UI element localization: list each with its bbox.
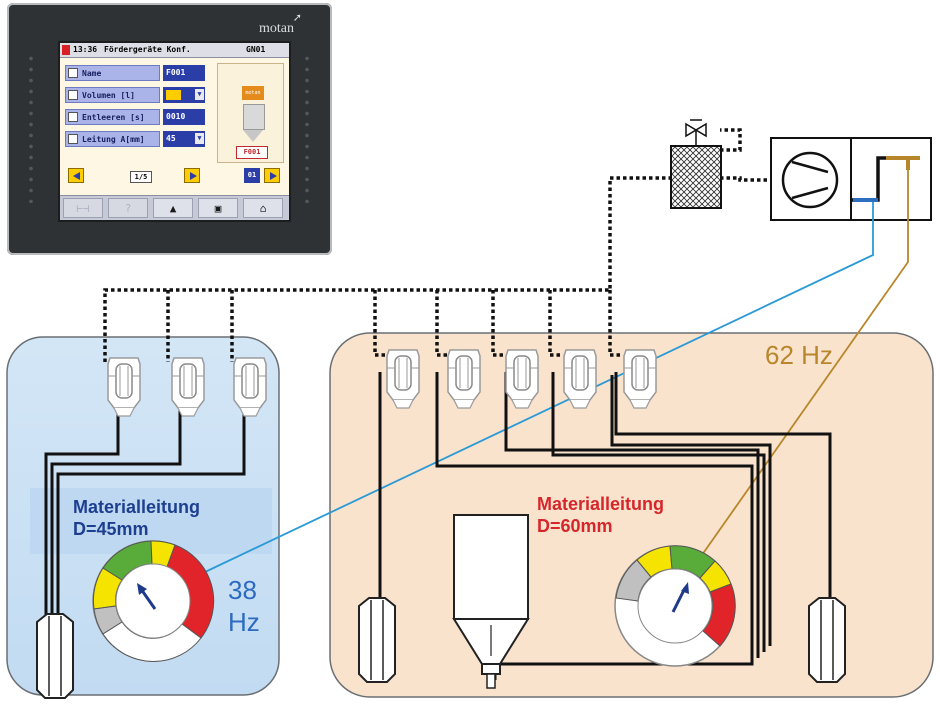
connect-softkey[interactable]: ⊢⊣ (63, 198, 103, 218)
control-bus (103, 128, 778, 362)
config-row-volume: Volumen [l] ▼ (65, 87, 209, 103)
receiver-cone-icon (243, 130, 263, 142)
arrow-left-icon (73, 172, 80, 180)
receiver-icon (107, 357, 141, 417)
vent-holes-left (27, 53, 37, 203)
config-row-name: Name F001 (65, 65, 209, 81)
receiver-small-icon (68, 68, 78, 78)
arrow-right-icon (270, 172, 277, 180)
receiver-icon (623, 349, 657, 409)
gauge-icon (614, 545, 736, 667)
chevron-down-icon[interactable]: ▼ (195, 133, 204, 144)
storage-bin-icon (808, 597, 846, 683)
brand-swoosh-icon: ➚ (292, 12, 302, 24)
help-softkey[interactable]: ? (108, 198, 148, 218)
next-page-button[interactable] (184, 168, 200, 183)
screen-title-bar: 13:36 Fördergeräte Konf. GN01 (60, 43, 289, 58)
device-preview: motan F001 (217, 63, 284, 163)
hopper-icon (452, 514, 530, 689)
blue-signal-line (204, 202, 874, 573)
device-tag: F001 (236, 146, 268, 159)
config-row-line-diameter: Leitung A[mm] 45▼ (65, 131, 209, 147)
chevron-down-icon[interactable]: ▼ (195, 89, 204, 100)
receiver-body-icon (243, 104, 265, 130)
home-softkey[interactable]: ⌂ (243, 198, 283, 218)
name-field[interactable]: F001 (163, 65, 205, 81)
pump-icon (770, 137, 932, 221)
status-time: 13:36 (73, 45, 98, 54)
softkey-bar: ⊢⊣ ? ▲ ▣ ⌂ (60, 195, 289, 220)
discharge-icon (68, 112, 78, 122)
config-softkey[interactable]: ▣ (198, 198, 238, 218)
page-indicator: 1/5 (130, 171, 152, 183)
blue-zone-label-line2: D=45mm (73, 519, 149, 539)
next-device-button[interactable] (264, 168, 280, 183)
alarm-softkey[interactable]: ▲ (153, 198, 193, 218)
line-diameter-select[interactable]: 45▼ (163, 131, 205, 147)
vent-holes-right (303, 53, 313, 203)
device-badge: motan (242, 86, 264, 100)
config-row-empty-time: Entleeren [s] 0010 (65, 109, 209, 125)
prev-page-button[interactable] (68, 168, 84, 183)
arrow-right-icon (190, 172, 197, 180)
receiver-icon (447, 349, 481, 409)
device-number: 01 (244, 168, 260, 183)
filter-icon (670, 145, 722, 209)
brand-logo: motan (259, 21, 294, 36)
alarm-marker-icon (62, 45, 70, 55)
volume-value (166, 90, 181, 100)
hmi-panel: ➚ motan 13:36 Fördergeräte Konf. GN01 Na… (7, 3, 332, 255)
blue-zone-frequency: 38 Hz (228, 575, 260, 637)
gauge-icon (92, 540, 215, 662)
empty-time-field[interactable]: 0010 (163, 109, 205, 125)
receiver-icon (386, 349, 420, 409)
storage-bin-icon (358, 597, 396, 683)
receiver-icon (171, 357, 205, 417)
material-lines-blue (44, 410, 246, 635)
screen-title: Fördergeräte Konf. (104, 45, 191, 54)
receiver-icon (233, 357, 267, 417)
receiver-icon (505, 349, 539, 409)
volume-icon (68, 90, 78, 100)
orange-zone-label-line2: D=60mm (537, 516, 613, 536)
orange-zone-frequency: 62 Hz (765, 340, 833, 370)
pipe-icon (68, 134, 78, 144)
screen-id: GN01 (246, 45, 266, 54)
orange-zone-label-line1: Materialleitung (537, 494, 665, 514)
blue-zone-label: Materialleitung D=45mm (73, 496, 200, 540)
storage-bin-icon (36, 613, 74, 699)
orange-zone-label: Materialleitung D=60mm (537, 493, 664, 537)
valve-icon (685, 119, 707, 146)
volume-select[interactable]: ▼ (163, 87, 205, 103)
blue-zone-label-line1: Materialleitung (73, 497, 201, 517)
hmi-screen: 13:36 Fördergeräte Konf. GN01 Name F001 … (58, 41, 291, 222)
receiver-icon (563, 349, 597, 409)
